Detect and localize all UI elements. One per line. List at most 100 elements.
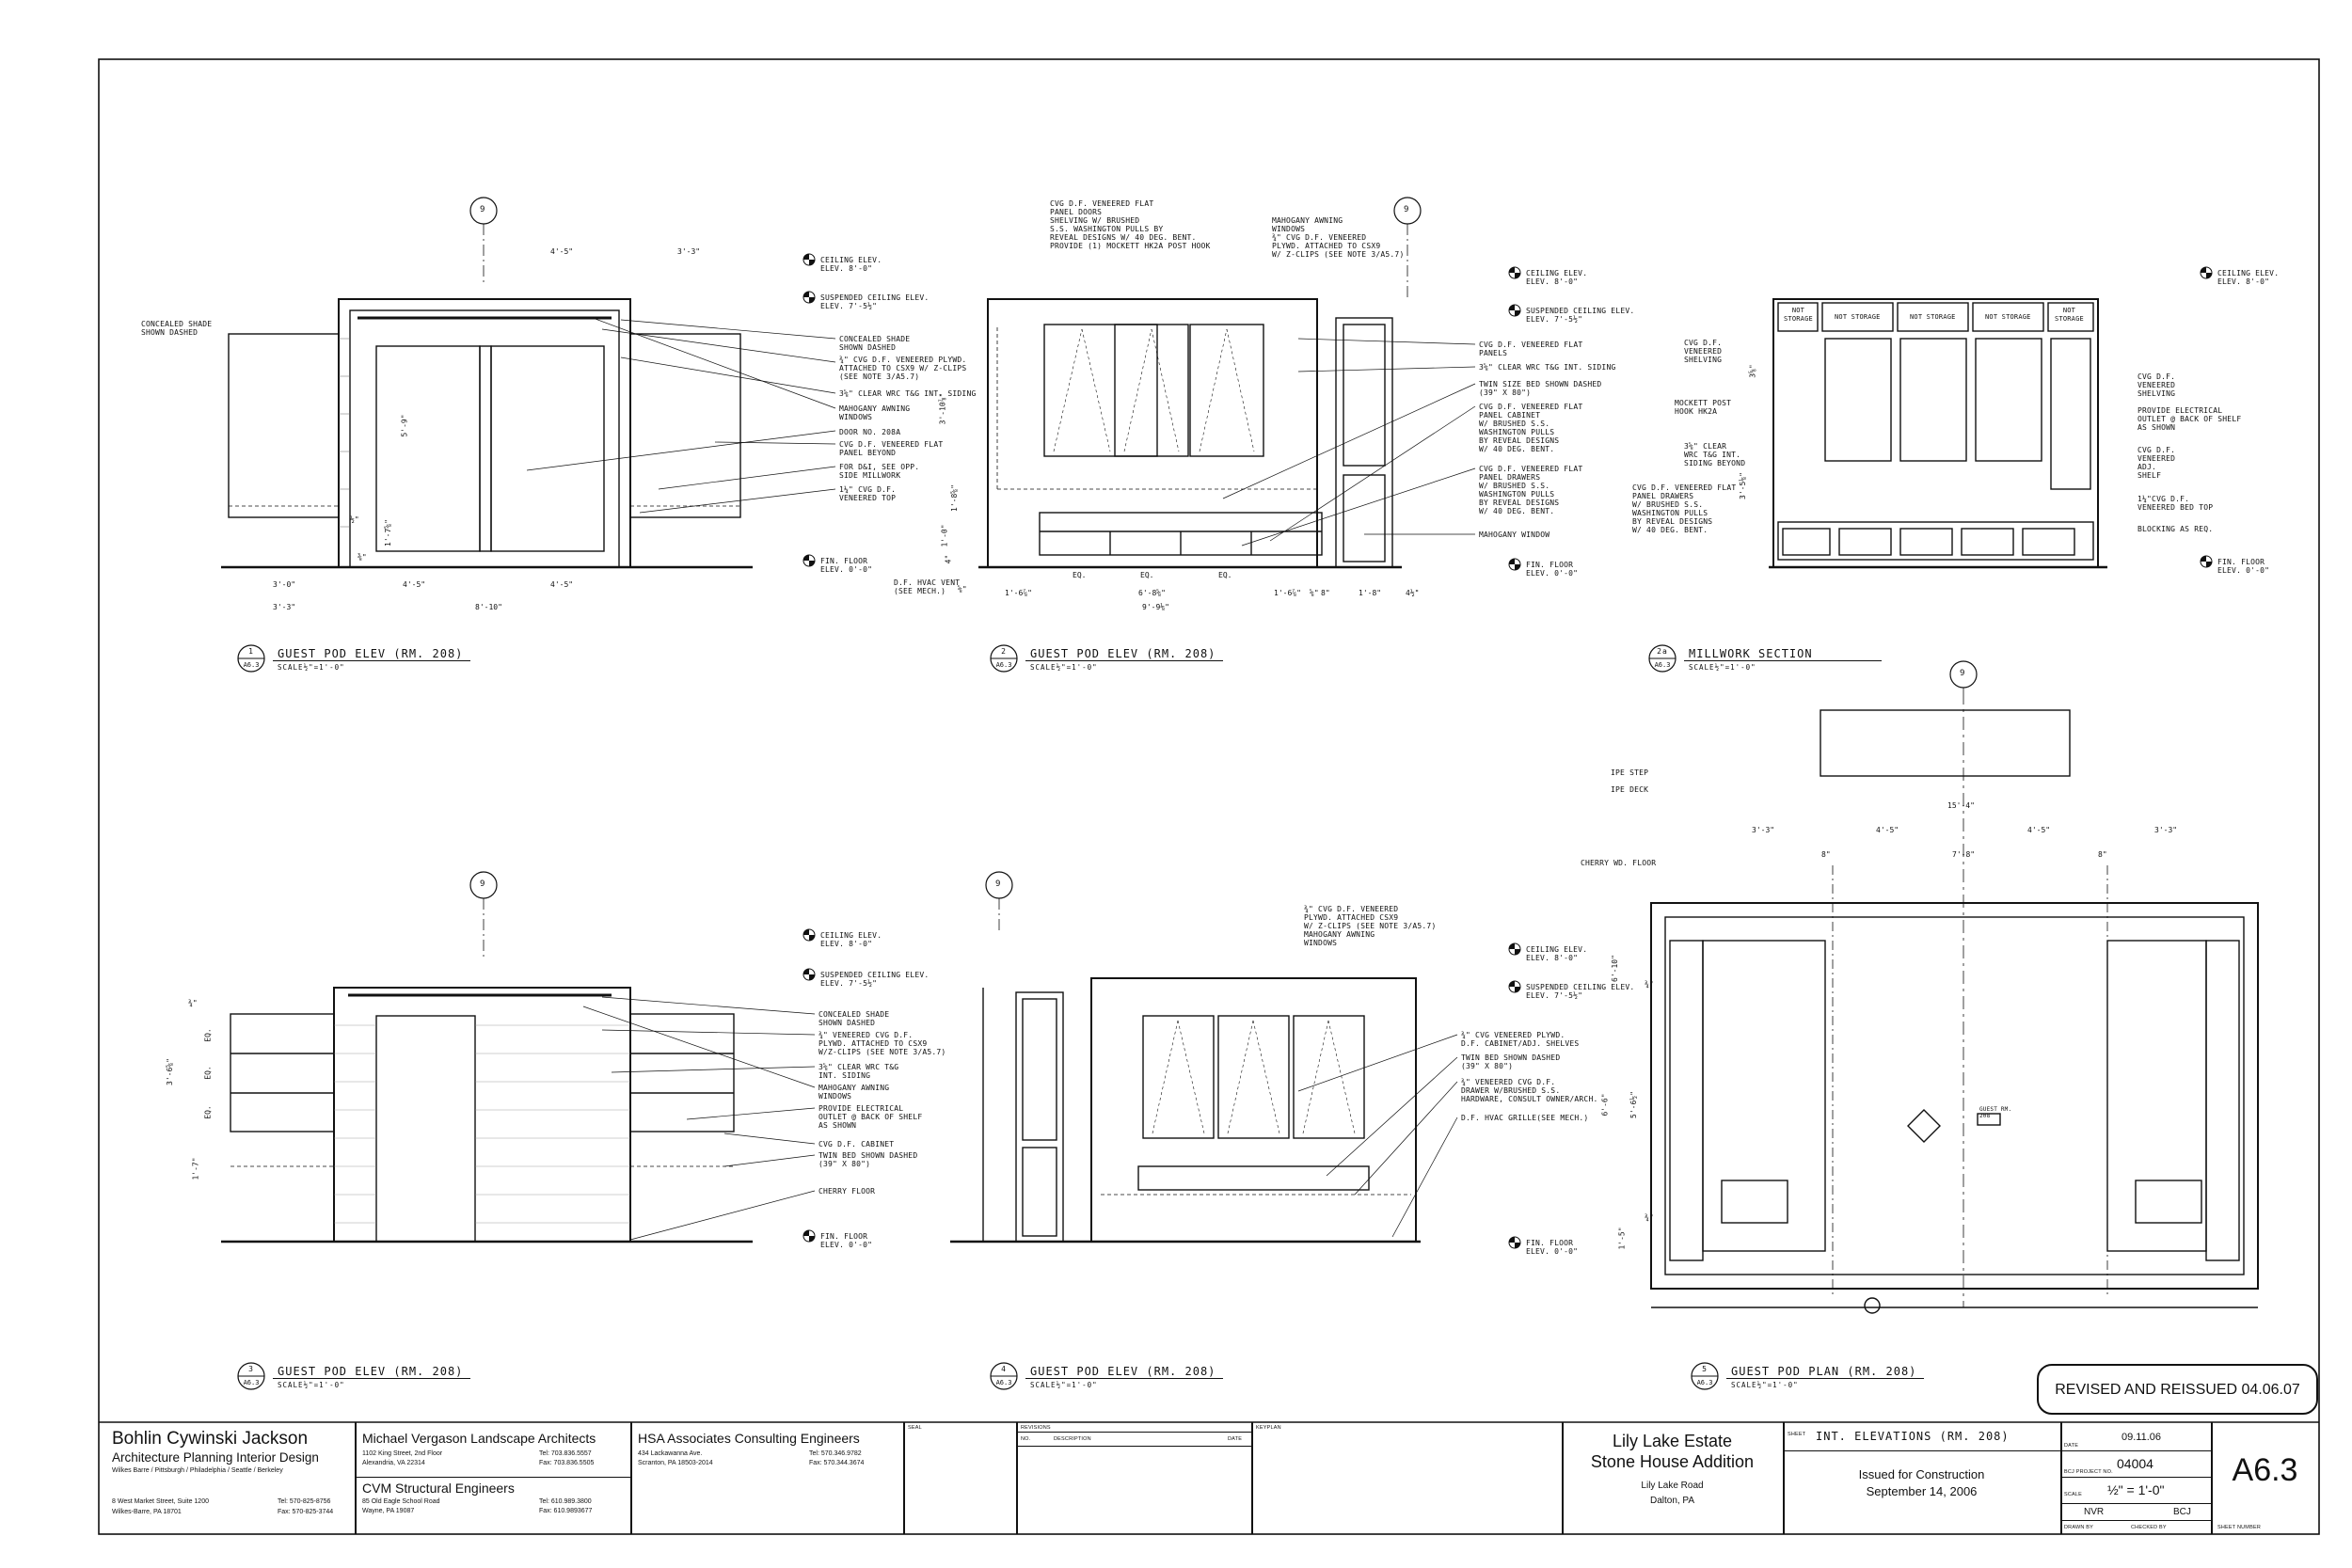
drawn-by: NVR [2084,1507,2105,1517]
v1-note-5: CVG D.F. VENEERED FLAT PANEL BEYOND [839,440,944,457]
level-marker-fill [2201,267,2212,278]
title-block: Bohlin Cywinski Jackson Architecture Pla… [99,1422,2319,1534]
dim-v2-bot2-0: 1'-6⅞" [1005,589,1032,597]
structural-fax: Fax: 610.9893677 [539,1508,593,1514]
suspended-level-v2: SUSPENDED CEILING ELEV. ELEV. 7'-5½" [1526,307,1635,324]
consulting-addr-2: Scranton, PA 18503-2014 [638,1460,713,1466]
checked-by-label: CHECKED BY [2131,1525,2167,1530]
dim-v5-side-0: 6'-10" [1610,955,1619,982]
dim-v1-bot1-2: 4'-5" [550,580,574,589]
v2a-box-4: NOT STORAGE [2055,307,2084,323]
dim-v3-side-5: ¾" [188,999,198,1007]
note-leader [1269,405,1476,542]
dim-v5-side-4: ¾" [1645,980,1654,989]
note-leader [620,356,836,394]
v2a-right-4: BLOCKING AS REQ. [2137,525,2214,533]
view-title-6: 5 A6.3 GUEST POD PLAN (RM. 208) SCALE½"=… [1689,1360,1933,1392]
sheet-number-label: SHEET NUMBER [2217,1525,2261,1530]
issue-line-1: Issued for Construction [1858,1467,1985,1481]
structural-addr-1: 85 Old Eagle School Road [362,1498,440,1505]
project-road: Lily Lake Road [1641,1481,1704,1491]
view-title-text: GUEST POD ELEV (RM. 208) [1030,647,1216,660]
note-leader [1222,383,1476,499]
scale-value: ½" = 1'-0" [2107,1482,2165,1497]
v5-note-ipe-step: IPE STEP [1611,768,1649,777]
level-marker-fill [803,929,815,941]
grid-bubble-v5: 9 [1960,669,1965,678]
v2a-box-1: NOT STORAGE [1835,313,1881,321]
floor-level-v4: FIN. FLOOR ELEV. 0'-0" [1526,1239,1579,1256]
level-marker-fill [2201,556,2212,567]
v3-note-0: CONCEALED SHADE SHOWN DASHED [818,1010,890,1027]
dim-v5-top3-0: 8" [1821,850,1831,859]
view-sheet-ref: A6.3 [995,661,1012,669]
v2a-box-0: NOT STORAGE [1784,307,1813,323]
dim-v1-bot1-1: 4'-5" [403,580,426,589]
view-callout-icon [990,644,1018,673]
view-title-2: 2 A6.3 GUEST POD ELEV (RM. 208) SCALE½"=… [988,642,1232,674]
v1-note-7: 1¼" CVG D.F. VENEERED TOP [839,485,897,502]
revision-stamp-text: REVISED AND REISSUED 04.06.07 [2055,1382,2300,1398]
grid-bubble-v3: 9 [480,879,485,889]
ceiling-level-v4: CEILING ELEV. ELEV. 8'-0" [1526,945,1588,962]
firm-address-1: 8 West Market Street, Suite 1200 [112,1498,209,1505]
firm-address-2: Wilkes-Barre, PA 18701 [112,1509,182,1515]
dim-v5-top2-2: 4'-5" [2027,826,2051,834]
view-number: 4 [1001,1365,1007,1373]
v4-note-top: ¾" CVG D.F. VENEERED PLYWD. ATTACHED CSX… [1304,905,1437,947]
view-3-drawing [221,987,753,1243]
dim-v3-side-0: 3'-6⅝" [165,1058,174,1085]
grid-bubble-v4: 9 [995,879,1001,889]
ceiling-level-v3: CEILING ELEV. ELEV. 8'-0" [820,931,882,948]
v1-note-1: ¾" CVG D.F. VENEERED PLYWD. ATTACHED TO … [839,356,967,381]
firm-name: Bohlin Cywinski Jackson [112,1429,309,1449]
drawn-by-label: DRAWN BY [2064,1525,2094,1530]
v2-note-5: MAHOGANY WINDOW [1479,531,1550,539]
revision-stamp: REVISED AND REISSUED 04.06.07 [2037,1364,2318,1415]
v3-note-3: MAHOGANY AWNING WINDOWS [818,1084,890,1101]
level-marker-fill [1509,981,1520,992]
dim-v5-top1-0: 15'-4" [1947,801,1975,810]
view-scale-text: SCALE½"=1'-0" [278,1381,345,1389]
v3-note-6: TWIN BED SHOWN DASHED (39" X 80") [818,1151,918,1168]
revisions-label: REVISIONS [1021,1425,1051,1431]
project-title-2: Stone House Addition [1590,1452,1755,1471]
level-marker-fill [1509,943,1520,955]
sheet-border [98,58,2320,1535]
note-leader [611,1066,816,1073]
v2a-right-3: 1¼"CVG D.F. VENEERED BED TOP [2137,495,2214,512]
view-number: 3 [248,1365,254,1373]
project-city: Dalton, PA [1649,1496,1695,1506]
dim-v2-bot2-3: ⅝" [1310,589,1319,597]
project-title-1: Lily Lake Estate [1612,1432,1733,1450]
dim-v2-eq-1: EQ. [1140,571,1154,579]
dim-v2-eq-2: EQ. [1218,571,1232,579]
ceiling-level-v2: CEILING ELEV. ELEV. 8'-0" [1526,269,1588,286]
dim-v1-side-2: ½" [350,515,359,524]
date-value: 09.11.06 [2122,1432,2162,1443]
view-scale-text: SCALE½"=1'-0" [1689,663,1756,672]
view-sheet-ref: A6.3 [1696,1379,1713,1386]
seal-label: SEAL [908,1425,922,1431]
issue-line-2: September 14, 2006 [1866,1484,1978,1498]
v4-note-2: ¾" VENEERED CVG D.F. DRAWER W/BRUSHED S.… [1461,1078,1598,1103]
landscape-name: Michael Vergason Landscape Architects [362,1431,596,1446]
level-marker-fill [1509,559,1520,570]
note-leader [1391,1117,1458,1238]
note-leader [1326,1056,1458,1177]
note-leader [620,319,836,340]
structural-name: CVM Structural Engineers [362,1481,515,1496]
view-title-5: 4 A6.3 GUEST POD ELEV (RM. 208) SCALE½"=… [988,1360,1232,1392]
dim-v5-top2-3: 3'-3" [2154,826,2178,834]
v4-note-3: D.F. HVAC GRILLE(SEE MECH.) [1461,1114,1589,1122]
note-leader [629,1190,816,1241]
v2a-right-2: CVG D.F. VENEERED ADJ. SHELF [2137,446,2176,480]
note-leader [658,466,836,490]
view-scale-text: SCALE½"=1'-0" [1731,1381,1799,1389]
dim-v3-side-4: EQ. [203,1105,213,1119]
note-leader [526,430,836,471]
view-number: 2a [1657,647,1668,656]
view-callout-icon [1691,1362,1719,1390]
suspended-level-v1: SUSPENDED CEILING ELEV. ELEV. 7'-5½" [820,293,930,310]
